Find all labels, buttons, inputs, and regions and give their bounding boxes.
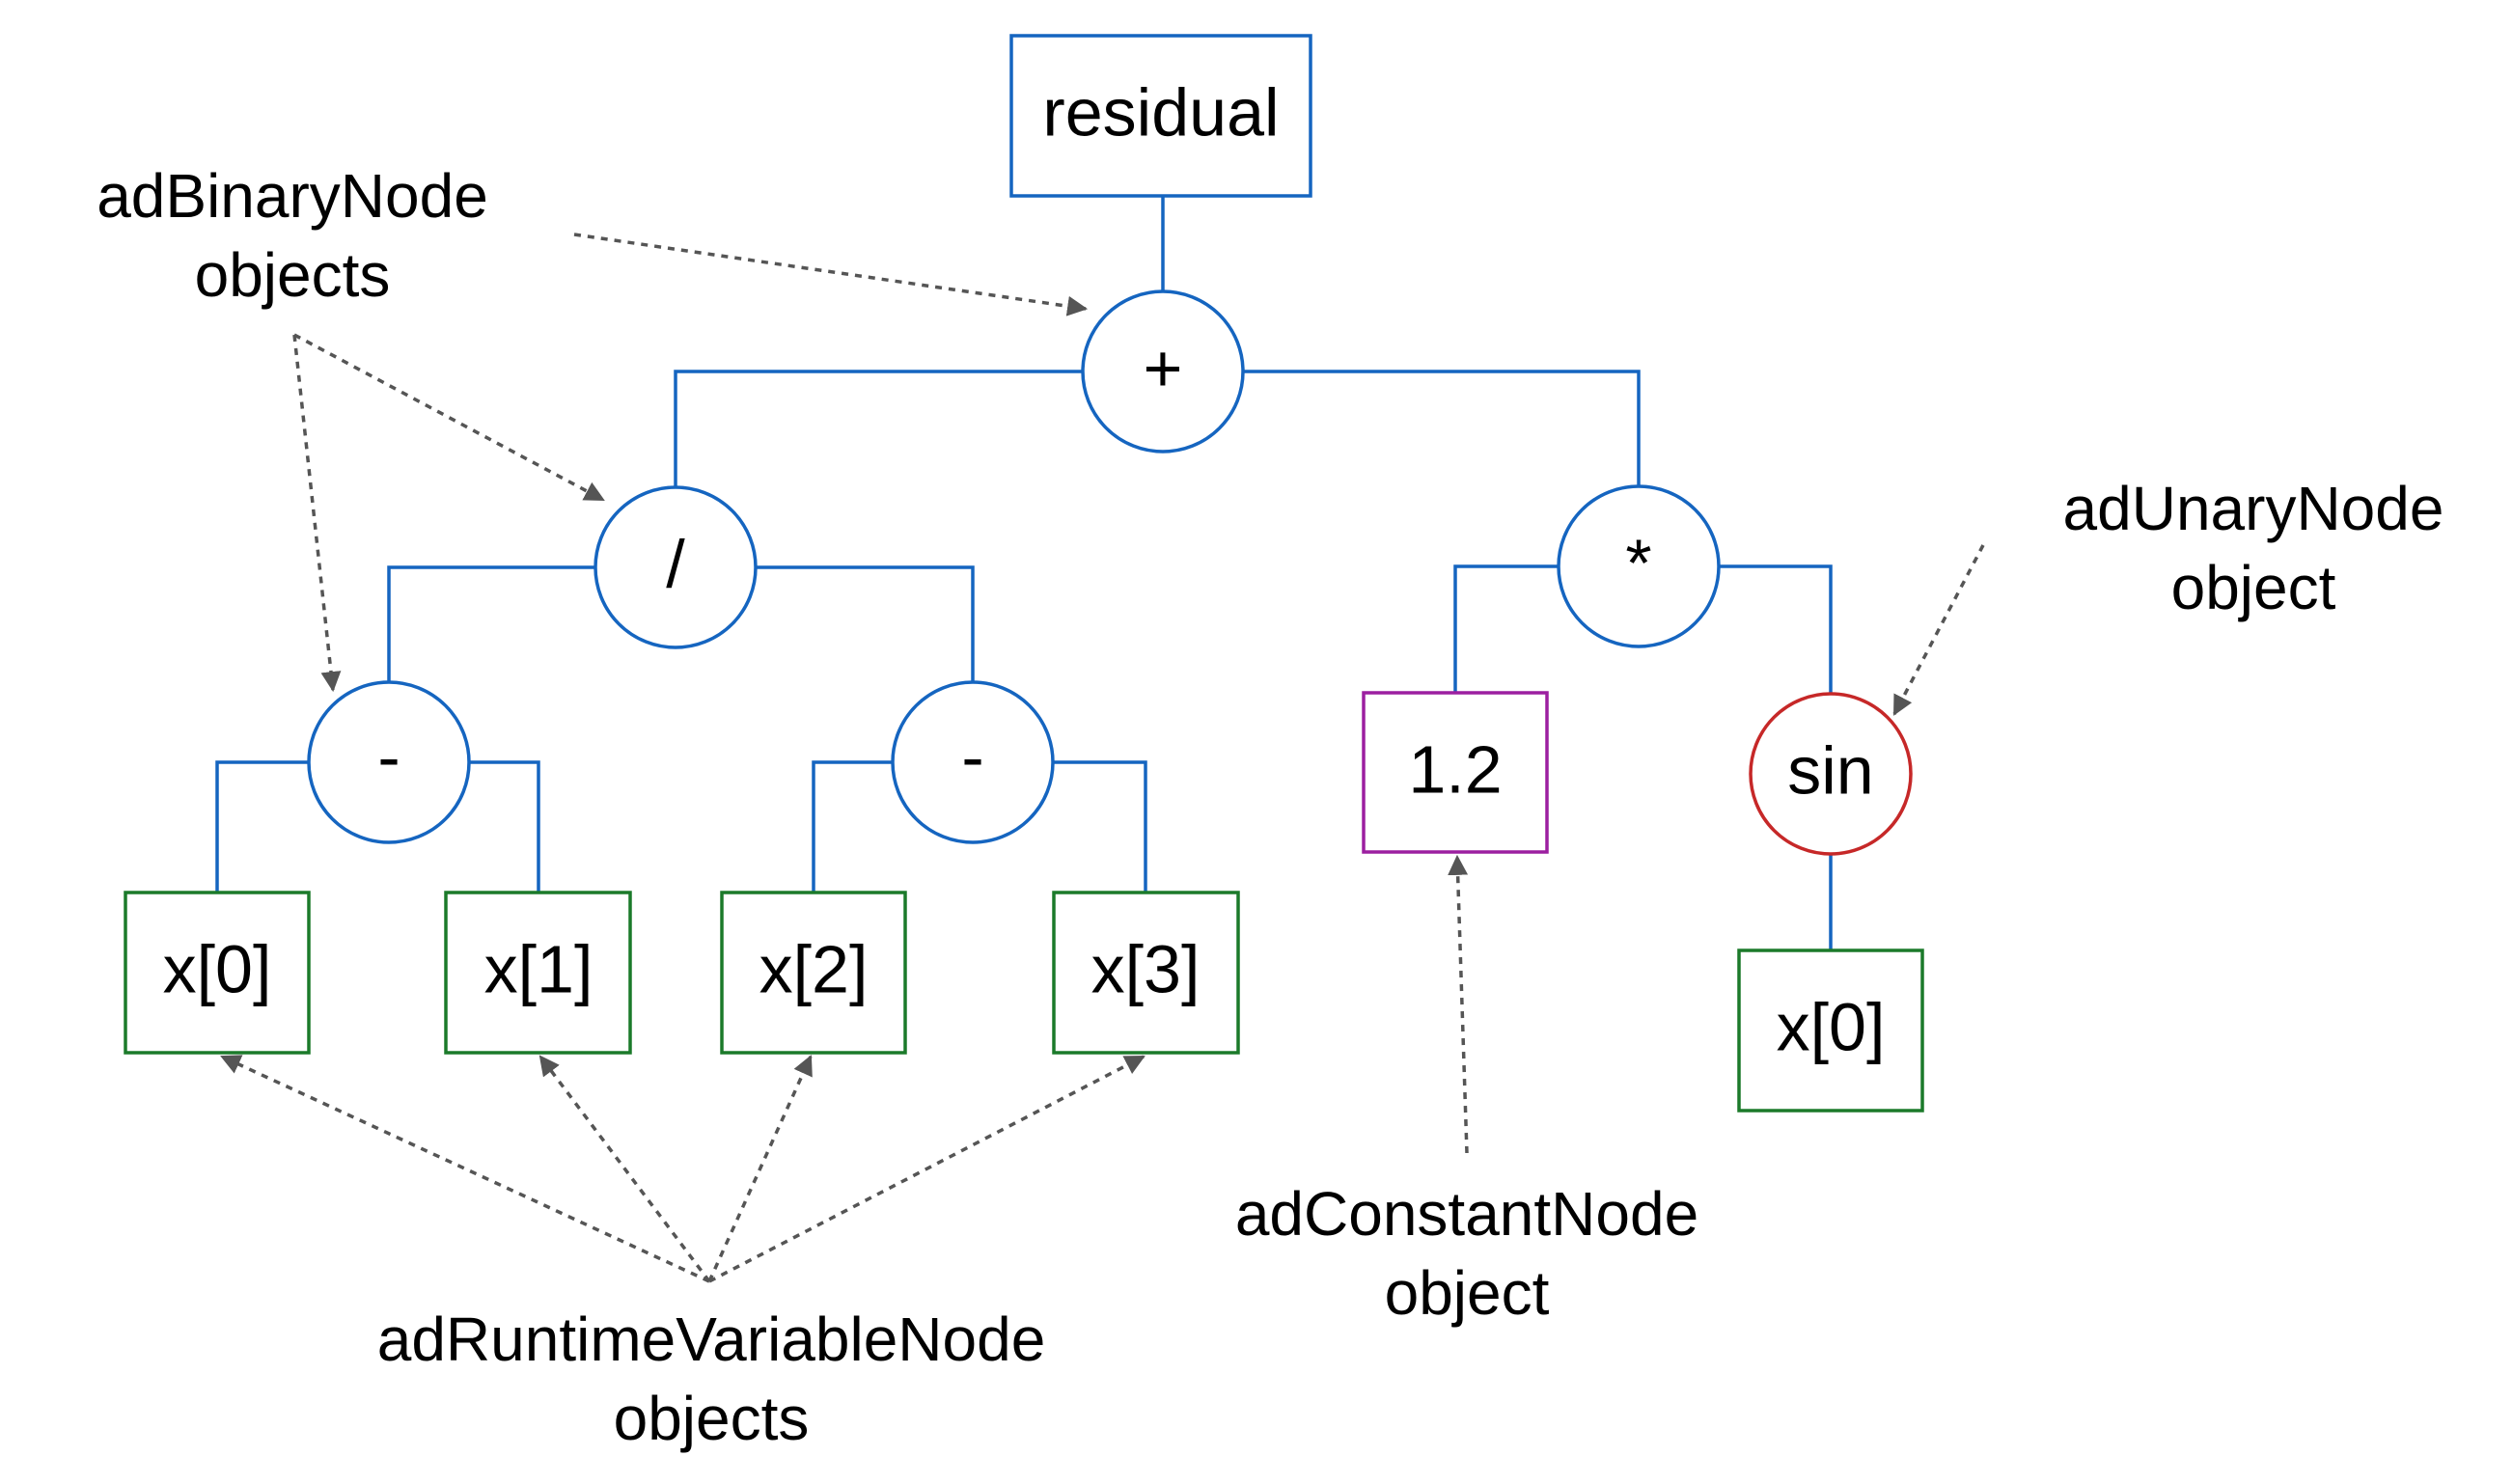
binary-caption-line-1: adBinaryNode: [97, 161, 488, 231]
edge-multiply-constant: [1453, 564, 1559, 693]
edge-minus-right-x3: [1053, 760, 1147, 893]
constant-caption-line-2: object: [1385, 1258, 1550, 1328]
multiply-operator-node: *: [1557, 484, 1721, 648]
constant-node-label: 1.2: [1408, 731, 1502, 807]
constant-node-caption: adConstantNode object: [1235, 1179, 1698, 1328]
unary-node-caption: adUnaryNode object: [2063, 474, 2444, 622]
divide-operator-label: /: [666, 526, 685, 601]
minus-left-operator-node: -: [307, 680, 471, 844]
variable-node-x2: x[2]: [720, 891, 907, 1055]
sin-unary-node: sin: [1749, 692, 1913, 856]
binary-node-caption: adBinaryNode objects: [97, 161, 488, 310]
constant-caption-line-1: adConstantNode: [1235, 1179, 1698, 1249]
runtime-caption-line-1: adRuntimeVariableNode: [377, 1305, 1046, 1374]
variable-node-x0-right-label: x[0]: [1777, 989, 1886, 1064]
variable-node-x2-label: x[2]: [759, 931, 869, 1006]
binary-caption-line-2: objects: [195, 240, 391, 310]
edge-divide-minus-right: [756, 565, 975, 690]
variable-node-x0-right: x[0]: [1737, 948, 1924, 1113]
edge-plus-multiply: [1243, 370, 1641, 485]
unary-caption-line-1: adUnaryNode: [2063, 474, 2444, 543]
pointer-binary-to-plus: [573, 233, 1089, 316]
runtime-variable-node-caption: adRuntimeVariableNode objects: [377, 1305, 1046, 1453]
plus-operator-label: +: [1144, 330, 1183, 405]
divide-operator-node: /: [593, 485, 758, 649]
pointer-runtime-to-x1: [538, 1055, 711, 1283]
pointer-constant-to-node: [1448, 854, 1469, 1154]
variable-node-x1-label: x[1]: [484, 931, 593, 1006]
minus-left-operator-label: -: [377, 719, 400, 794]
unary-caption-line-2: object: [2171, 553, 2336, 622]
runtime-caption-line-2: objects: [614, 1384, 810, 1453]
caption-pointers: [220, 233, 1985, 1283]
edge-multiply-sin: [1719, 564, 1833, 695]
pointer-runtime-to-x3: [708, 1055, 1146, 1283]
pointer-runtime-to-x2: [707, 1055, 813, 1282]
residual-node: residual: [1009, 34, 1312, 198]
minus-right-operator-node: -: [891, 680, 1055, 844]
minus-right-operator-label: -: [961, 719, 983, 794]
edge-minus-left-x1: [469, 760, 540, 893]
pointer-unary-to-sin: [1892, 544, 1985, 716]
edge-divide-minus-left: [387, 565, 595, 690]
multiply-operator-label: *: [1625, 525, 1651, 600]
tree-edges: [215, 196, 1833, 950]
constant-node: 1.2: [1362, 691, 1549, 854]
variable-node-x3: x[3]: [1052, 891, 1240, 1055]
plus-operator-node: +: [1081, 289, 1245, 453]
variable-node-x0-left-label: x[0]: [163, 931, 272, 1006]
edge-minus-left-x0: [215, 760, 309, 893]
pointer-runtime-to-x0: [220, 1055, 710, 1283]
pointer-binary-to-divide: [293, 333, 605, 502]
edge-plus-divide: [674, 370, 1084, 502]
variable-node-x0-left: x[0]: [124, 891, 311, 1055]
residual-node-label: residual: [1042, 74, 1279, 150]
variable-node-x1: x[1]: [444, 891, 632, 1055]
pointer-binary-to-minus-left: [292, 334, 342, 693]
variable-node-x3-label: x[3]: [1091, 931, 1201, 1006]
edge-minus-right-x2: [812, 760, 893, 893]
sin-unary-label: sin: [1787, 732, 1873, 808]
